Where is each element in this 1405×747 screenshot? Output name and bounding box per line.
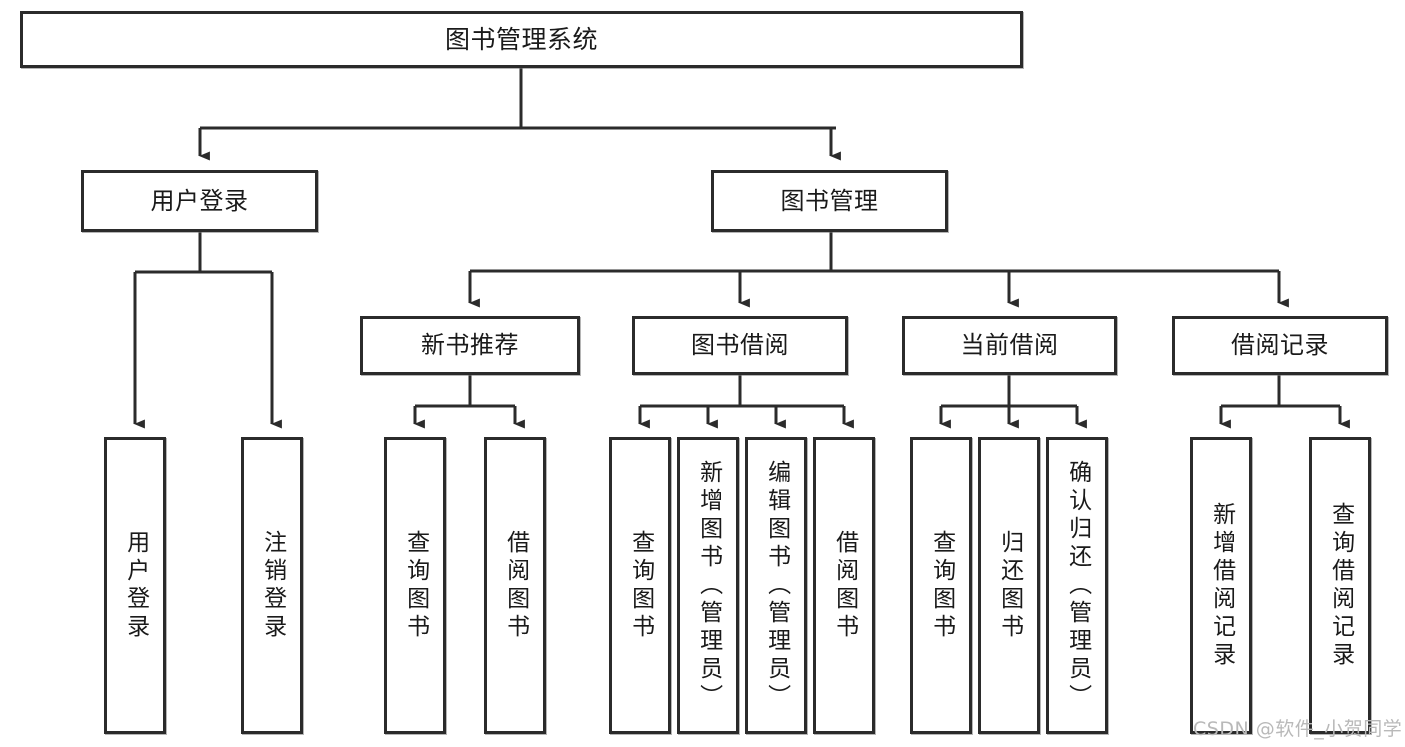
- node-current-borrow[interactable]: 当前借阅: [902, 316, 1117, 375]
- node-label: 注销登录: [259, 529, 286, 642]
- watermark-csdn: CSDN @软件_小贺同学: [1193, 718, 1403, 740]
- node-label: 图书管理系统: [444, 24, 598, 54]
- node-label: 当前借阅: [960, 331, 1059, 360]
- node-leaf-borrow-book-recommend[interactable]: 借阅图书: [484, 437, 546, 734]
- node-label: 查询图书: [928, 529, 955, 642]
- node-leaf-query-book-recommend[interactable]: 查询图书: [384, 437, 446, 734]
- node-label: 编辑图书（管理员）: [763, 459, 790, 712]
- node-label: 新增图书（管理员）: [695, 459, 722, 712]
- node-leaf-confirm-return[interactable]: 确认归还（管理员）: [1046, 437, 1108, 734]
- node-leaf-add-borrow-record[interactable]: 新增借阅记录: [1190, 437, 1252, 734]
- node-leaf-return-book[interactable]: 归还图书: [978, 437, 1040, 734]
- node-label: 用户登录: [122, 529, 149, 642]
- node-label: 新书推荐: [421, 331, 519, 360]
- node-leaf-query-book-borrow[interactable]: 查询图书: [609, 437, 671, 734]
- node-label: 归还图书: [996, 529, 1023, 642]
- node-leaf-edit-book[interactable]: 编辑图书（管理员）: [745, 437, 807, 734]
- node-label: 查询借阅记录: [1327, 501, 1354, 670]
- node-leaf-logout-login[interactable]: 注销登录: [241, 437, 303, 734]
- node-new-book-recommend[interactable]: 新书推荐: [360, 316, 580, 375]
- node-label: 图书管理: [780, 186, 879, 215]
- node-label: 确认归还（管理员）: [1064, 459, 1091, 712]
- node-label: 用户登录: [150, 186, 249, 215]
- node-book-management[interactable]: 图书管理: [711, 170, 948, 232]
- node-label: 查询图书: [627, 529, 654, 642]
- node-leaf-query-book-current[interactable]: 查询图书: [910, 437, 972, 734]
- node-label: 图书借阅: [691, 331, 789, 360]
- node-user-login[interactable]: 用户登录: [81, 170, 318, 232]
- node-leaf-add-book[interactable]: 新增图书（管理员）: [677, 437, 739, 734]
- node-root-book-management-system[interactable]: 图书管理系统: [20, 11, 1023, 68]
- node-label: 借阅记录: [1231, 331, 1329, 360]
- node-leaf-query-borrow-record[interactable]: 查询借阅记录: [1309, 437, 1371, 734]
- node-borrow-record[interactable]: 借阅记录: [1172, 316, 1388, 375]
- node-label: 借阅图书: [831, 529, 858, 642]
- node-label: 借阅图书: [502, 529, 529, 642]
- node-book-borrow[interactable]: 图书借阅: [632, 316, 848, 375]
- node-label: 查询图书: [402, 529, 429, 642]
- node-leaf-user-login[interactable]: 用户登录: [104, 437, 166, 734]
- node-leaf-borrow-book[interactable]: 借阅图书: [813, 437, 875, 734]
- node-label: 新增借阅记录: [1208, 501, 1235, 670]
